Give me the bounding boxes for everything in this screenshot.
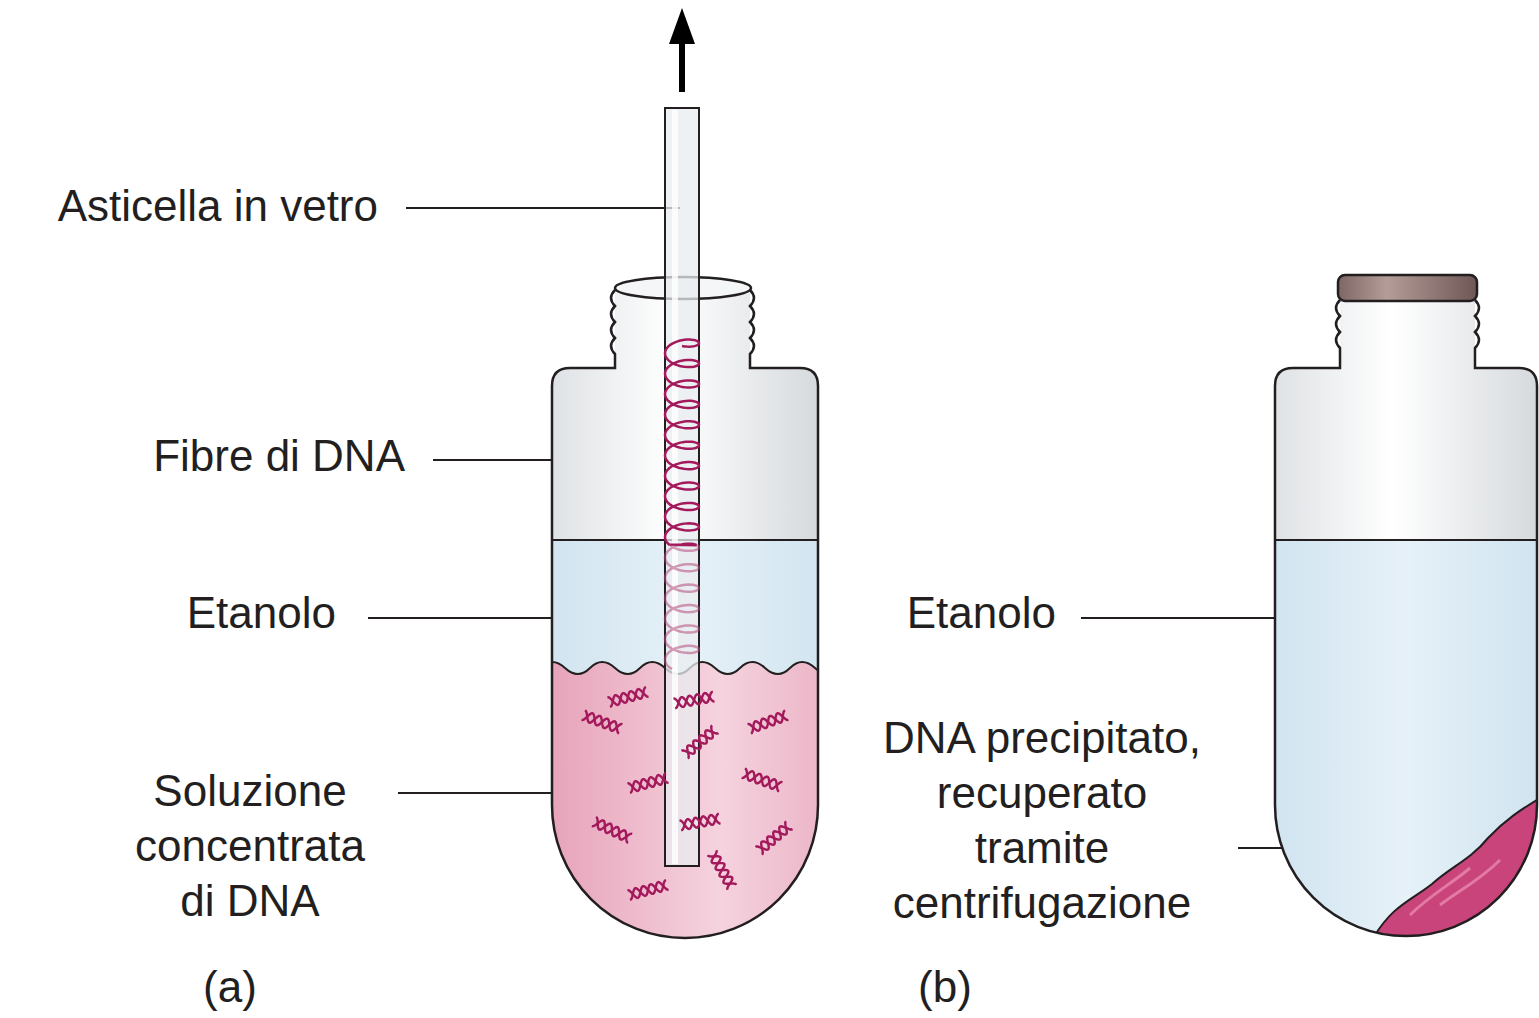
ethanol-surface (1275, 539, 1537, 541)
dna-fibre (665, 340, 699, 545)
dna-strand (607, 687, 648, 707)
dna-strand (673, 692, 714, 709)
dna-helix (627, 880, 668, 900)
dna-strand (679, 814, 720, 831)
dna-strand (627, 880, 668, 900)
dna-helix (741, 768, 782, 791)
panel-letter: (a) (203, 959, 257, 1014)
dna-strand (708, 850, 737, 890)
dna-molecules (581, 687, 792, 900)
dna-strand (679, 814, 720, 831)
dna-strand (673, 692, 714, 709)
pellet-shading (1410, 860, 1500, 915)
dna-helix (673, 692, 714, 709)
arrow-head (669, 8, 695, 44)
part-label: DNA precipitato, recuperato tramite cent… (872, 710, 1212, 930)
dna-strand (581, 710, 622, 733)
dna-helix (708, 850, 737, 890)
dna-helix (627, 773, 668, 793)
dna-helix (755, 821, 792, 854)
dna-strand (755, 821, 792, 854)
tube-outline (1275, 300, 1537, 936)
dna-strand (708, 850, 737, 890)
leader-line (406, 207, 680, 209)
part-label: Soluzione concentrata di DNA (123, 763, 378, 928)
panel-letter: (b) (918, 959, 972, 1014)
dna-strand (755, 821, 792, 854)
dna-helix (747, 710, 788, 733)
dna-fibres (665, 340, 699, 670)
dna-strand (747, 710, 788, 733)
dna-strand (741, 768, 782, 791)
dna-helix (607, 687, 648, 707)
arrow-shaft (679, 40, 685, 92)
dna-strand (627, 773, 668, 793)
dna-strand (627, 880, 668, 900)
part-label: Fibre di DNA (153, 428, 405, 483)
dna-helix (592, 817, 632, 843)
tube-a (540, 8, 840, 950)
dna-strand (627, 773, 668, 793)
dna-strand (592, 817, 632, 843)
part-label: Etanolo (907, 585, 1056, 640)
dna-strand (681, 725, 718, 758)
part-label: Asticella in vetro (58, 178, 378, 233)
dna-strand (581, 710, 622, 733)
dna-strand (592, 817, 632, 843)
dna-strand (681, 725, 718, 758)
dna-fibre-submerged (665, 545, 699, 669)
leader-line (368, 617, 576, 619)
dna-strand (741, 768, 782, 791)
dna-helix (581, 710, 622, 733)
tube-b (1265, 275, 1539, 950)
dna-strand (607, 687, 648, 707)
dna-helix (681, 725, 718, 758)
dna-strand (747, 710, 788, 733)
part-label: Etanolo (187, 585, 336, 640)
dna-helix (679, 814, 720, 831)
tube-cap (1338, 275, 1477, 301)
